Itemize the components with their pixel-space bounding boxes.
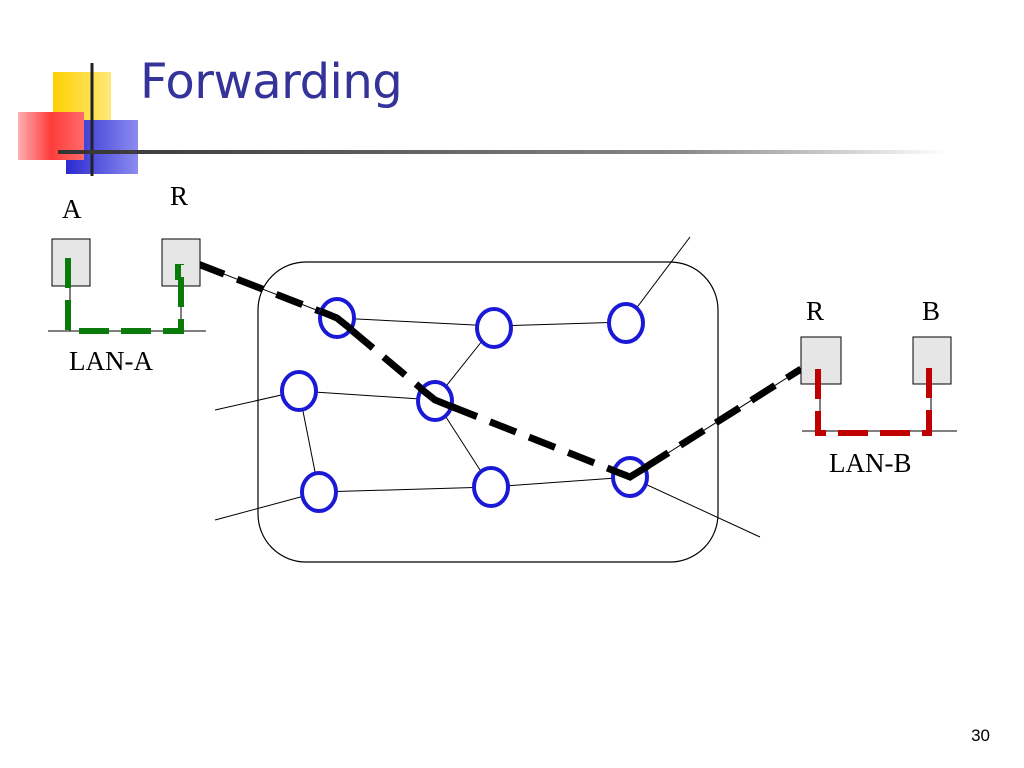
network-node (472, 466, 510, 508)
router-b-label: R (806, 296, 824, 326)
forwarding-path-segment (417, 385, 457, 412)
network-node (607, 302, 645, 344)
slide-logo-icon (18, 63, 138, 176)
router-a-label: R (170, 181, 188, 211)
lan-a (48, 238, 206, 334)
network-boundary (257, 261, 719, 563)
network-node (300, 471, 338, 513)
slide-number: 30 (971, 726, 990, 745)
forwarding-path-segment (318, 307, 355, 333)
lan-a-label: LAN-A (69, 346, 153, 376)
lan-a-path (65, 258, 184, 334)
forwarding-path (196, 260, 803, 481)
forwarding-path-segment (610, 463, 650, 481)
lan-b (800, 336, 957, 436)
page-title: Forwarding (140, 54, 403, 110)
lan-b-label: LAN-B (829, 448, 912, 478)
host-a-label: A (62, 194, 82, 224)
network-nodes (280, 297, 649, 513)
lan-b-path (815, 357, 932, 436)
network-node (475, 307, 513, 349)
network-node (280, 370, 318, 412)
host-b-label: B (922, 296, 940, 326)
